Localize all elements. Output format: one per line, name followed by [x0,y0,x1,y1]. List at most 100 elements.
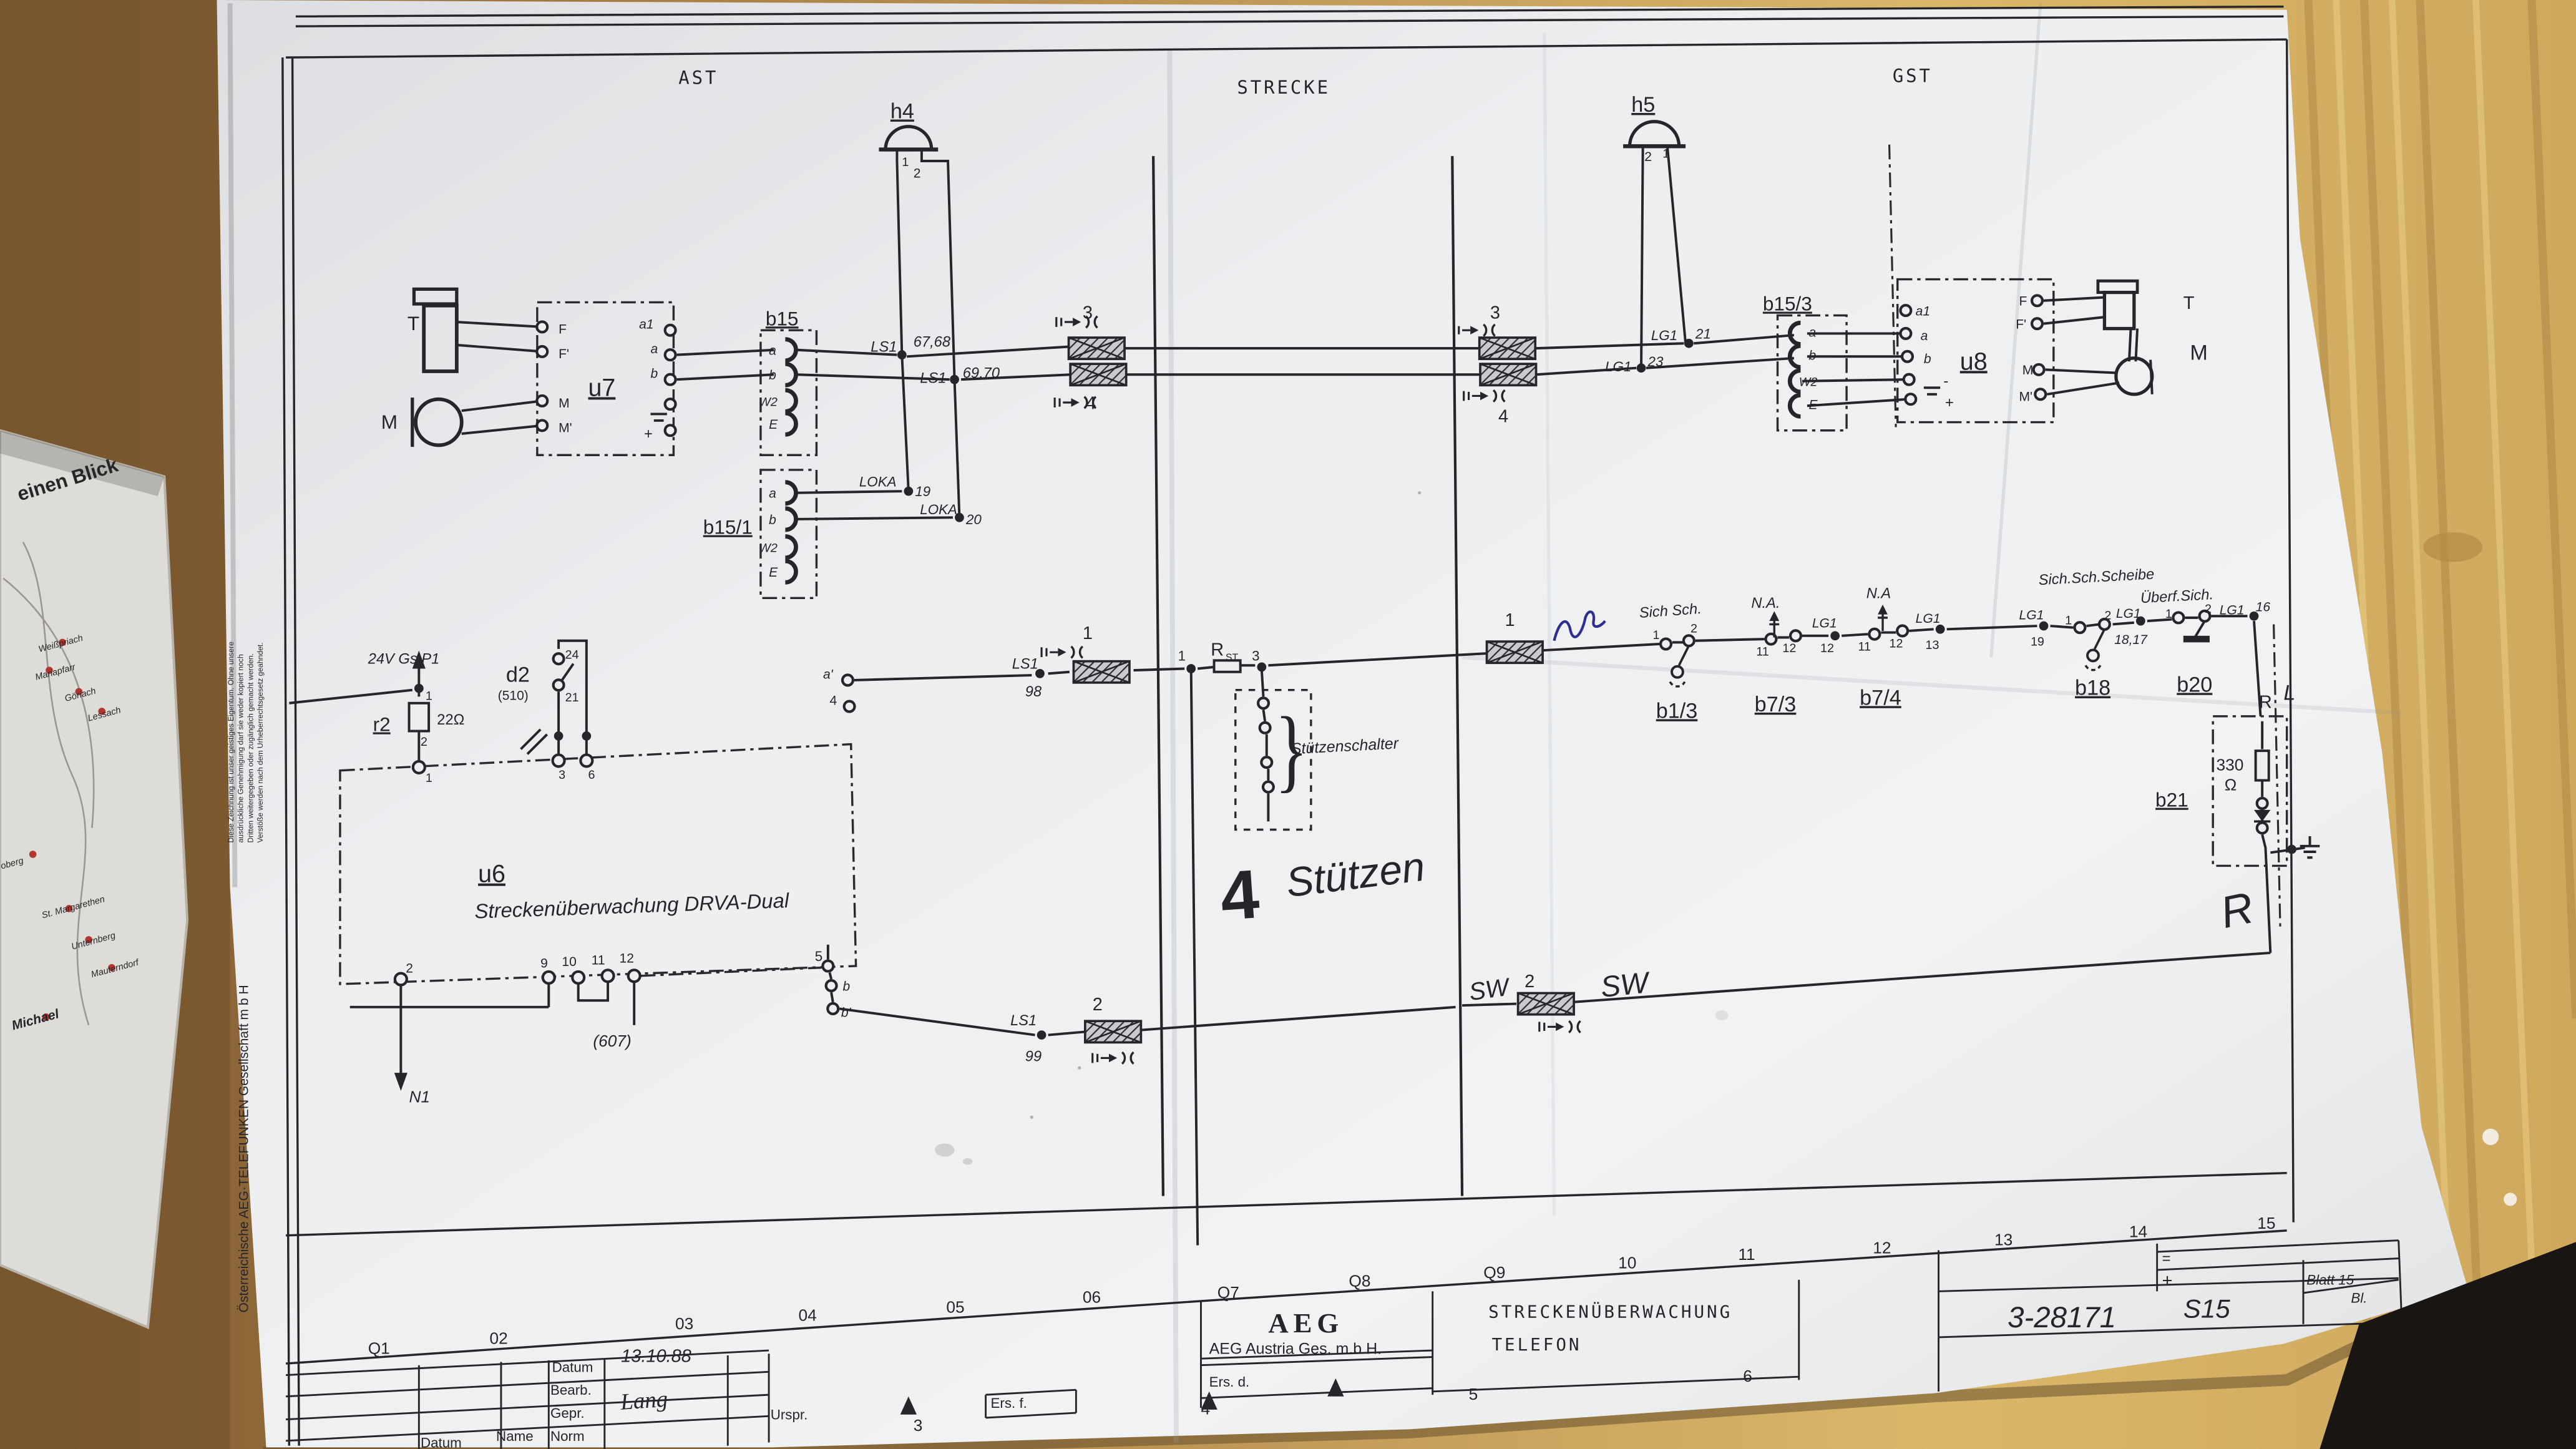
pins-label: Ers. f. [990,1395,1027,1411]
bottommarks-label: 5 [1469,1385,1478,1403]
pins-label: h4 [890,100,914,124]
pins-label: F' [2016,318,2026,332]
microphone-icon [414,397,464,447]
pins-label: 2 [2104,609,2111,623]
arrow-n1 [394,1073,407,1091]
resistors [407,659,2270,782]
pins-label: b1/3 [1656,699,1698,723]
pins-label: 1 [902,155,909,169]
pins-label: N.A. [1751,595,1780,612]
dark-object [2320,1242,2576,1449]
pins-label: 6 [588,768,595,782]
zone-label-ast: AST [678,67,718,88]
pins-label: b20 [2177,673,2212,696]
pins-label: M' [2019,389,2033,404]
frame-triangle [900,1396,917,1415]
pins-label: ST [1226,652,1239,663]
b21-box [2212,715,2288,867]
pins-label: 9 [540,957,548,971]
resistor-330ohm [2254,749,2270,782]
pins-label: 4 [829,693,837,708]
scalerow-label: Q8 [1349,1271,1370,1290]
hw-scribble [1553,610,1606,642]
pins-label: a [651,342,658,356]
scalerow-label: 02 [490,1329,508,1348]
b15-box [759,329,818,456]
drawing-title-line1: STRECKENÜBERWACHUNG [1488,1300,1732,1322]
map-roads [2,542,95,1026]
pins-label: b7/4 [1860,686,1901,710]
pins-label: a [769,344,776,358]
paper-creases [227,3,2403,1443]
pins-label: 1 [1662,147,1669,161]
pins-label: 23 [1647,354,1664,369]
pins-label: Ers. d. [1209,1374,1250,1390]
company-subtitle: AEG Austria Ges. m.b.H. [1209,1340,1382,1357]
pins-label: u6 [478,861,505,888]
pins-label: LS1 [920,370,946,386]
title-block-lines [286,1239,2403,1449]
scheibe-bar [2183,635,2210,643]
pins-label: b15/3 [1763,293,1812,315]
transformer-4-left [1069,363,1128,387]
company-logo-text: AEG [1268,1307,1344,1339]
b15-1-box [759,469,818,599]
pins-label: N1 [409,1088,431,1106]
pins-label: 16 [2256,600,2271,614]
pins-label: 3 [1490,303,1500,323]
legal-line: Diese Zeichnung ist unser geistiges Eige… [227,642,235,843]
pins-label: b [843,979,851,993]
u8-box [1896,278,2055,424]
pins-label: LG1 [1651,328,1677,343]
scalerow-label: 10 [1618,1253,1636,1272]
zone-label-strecke: STRECKE [1237,77,1330,98]
pins-label: LG1 [1916,612,1941,626]
brace-glyph: } [1275,698,1308,801]
pins-label: 19 [915,484,930,499]
pins-label: 1 [1652,628,1659,642]
transformer-3-right [1478,336,1537,361]
pins-label: u8 [1960,348,1988,375]
pins-label: 99 [1025,1049,1042,1065]
zone-label-gst: GST [1893,66,1933,87]
map-paper-fold [0,430,165,497]
handset-left [411,287,464,447]
pins-label: 24 [565,648,579,662]
scalerow-label: 04 [798,1306,816,1325]
paper-scrap [2504,1193,2517,1206]
pins-label: b [769,368,776,383]
scalerow-label: 11 [1738,1245,1755,1264]
pins-label: a [1921,329,1928,343]
scalerow-label: 06 [1083,1288,1101,1307]
handset-right [2096,279,2154,396]
pins-label: 2 [1644,150,1652,164]
legal-line: Dritten weitergegeben oder zugänglich ge… [246,653,255,843]
pins-label: 1 [426,690,432,703]
pins-label: 1 [1083,623,1093,643]
pins-label: R [1211,640,1224,660]
pins-label: 4 [1498,407,1508,427]
pins-label: (510) [498,689,529,703]
pins-label: 1 [1505,610,1515,630]
pins-label: 11 [592,953,605,967]
hw-sw-right: SW [1599,966,1652,1004]
pins-label: b' [841,1006,852,1020]
pins-label: R [2259,693,2272,713]
scalerow-label: 13 [1994,1231,2012,1249]
pins-label: E [1809,398,1818,412]
pins-label: 3 [1252,648,1259,663]
pins-label: F [2019,295,2027,309]
legal-line: Verstöße werden nach dem Urheberrechtsge… [256,642,265,842]
pins-label: E [769,417,778,432]
pins-label: = [2162,1251,2171,1267]
pins-label: F' [559,347,569,361]
pins-label: LOKA [920,502,957,517]
arrow-24v [412,650,426,669]
pins-label: 20 [965,512,982,527]
scalerow-label: 14 [2129,1222,2147,1241]
scalerow-label: 03 [675,1314,693,1333]
pins-label: 24V Gs P1 [368,651,440,668]
pins-label: Datum [552,1359,593,1375]
pins-label: b [651,367,658,381]
